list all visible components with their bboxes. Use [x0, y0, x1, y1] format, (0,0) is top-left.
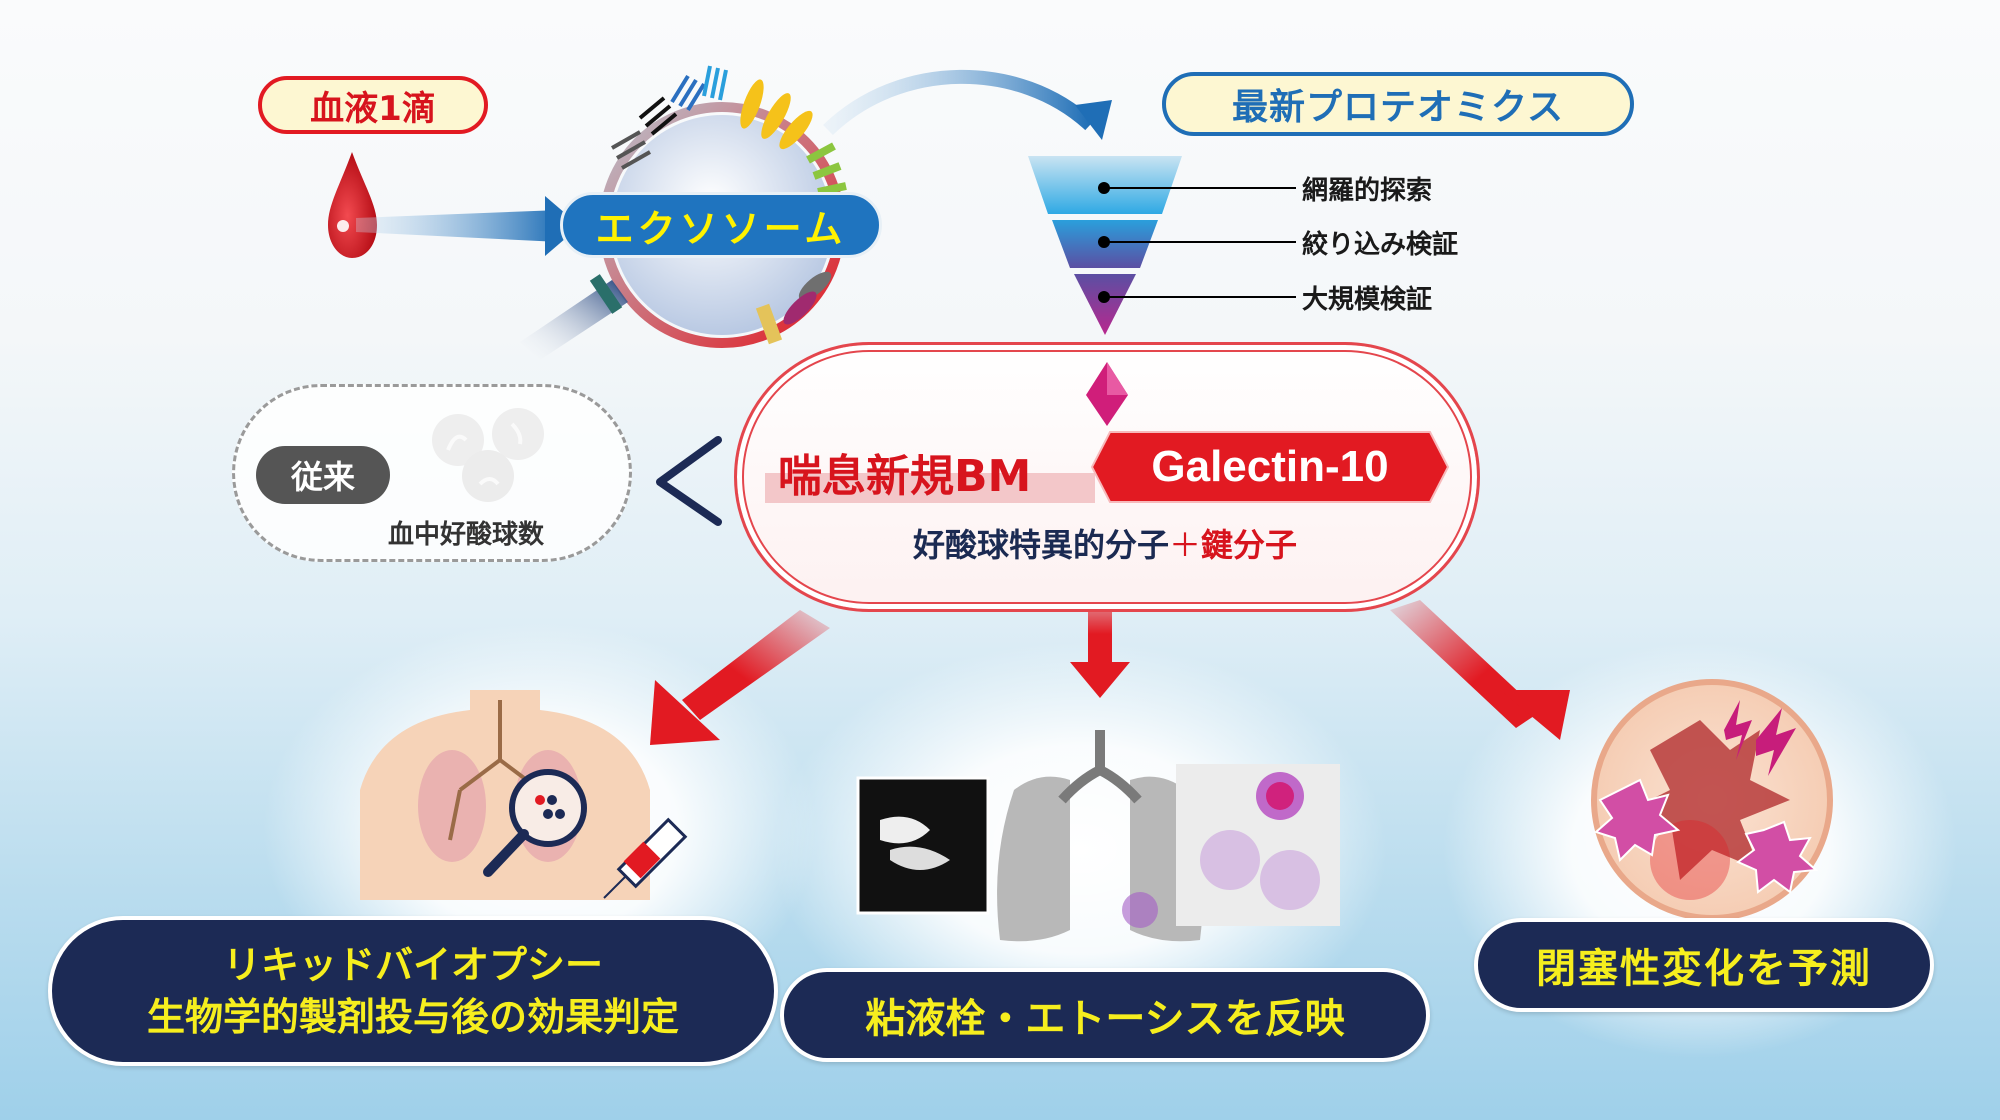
funnel-stage-3-label: 大規模検証: [1302, 285, 1433, 315]
funnel-stage-2-label: 絞り込み検証: [1302, 230, 1459, 260]
arrow-to-outcome-left: [650, 610, 830, 745]
outcome-line: リキッドバイオプシー: [222, 943, 603, 987]
pipette-icon: [520, 274, 628, 360]
arrow-exosome-to-proteomics: [823, 69, 1112, 140]
outcome-obstruction: 閉塞性変化を予測: [1474, 918, 1934, 1012]
galectin-badge: [1090, 431, 1450, 503]
ct-scan-image: [856, 776, 990, 915]
outcome-line: 生物学的製剤投与後の効果判定: [146, 995, 679, 1039]
arrow-drop-to-exosome: [356, 196, 580, 256]
less-than-symbol: [656, 436, 722, 526]
blood-drop-label: 血液1滴: [258, 76, 488, 134]
biomarker-title: 喘息新規BM: [778, 451, 1032, 502]
exosome-label: エクソソーム: [560, 192, 882, 258]
biomarker-subtitle: 好酸球特異的分子＋鍵分子: [760, 520, 1450, 566]
syringe-icon: [603, 817, 688, 899]
etosis-image: [1176, 764, 1340, 926]
arrow-to-outcome-right: [1390, 600, 1570, 740]
subtitle-plus: ＋: [1168, 526, 1201, 564]
proteomics-funnel: [1028, 156, 1296, 335]
airway-cross-section-illustration: [1591, 679, 1833, 921]
outcome-liquid-biopsy: リキッドバイオプシー 生物学的製剤投与後の効果判定: [48, 916, 778, 1066]
subtitle-main: 好酸球特異的分子: [912, 526, 1169, 564]
title-highlight-band: [765, 473, 1095, 503]
gray-lungs-illustration: [997, 730, 1203, 942]
funnel-stage-1-label: 網羅的探索: [1302, 176, 1433, 206]
outcome-line: 閉塞性変化を予測: [1536, 946, 1872, 992]
outcome-mucus-plug: 粘液栓・エトーシスを反映: [780, 968, 1430, 1062]
blood-eosinophil-count-label: 血中好酸球数: [388, 520, 545, 550]
magnifier-icon: [483, 769, 587, 877]
torso-lungs-illustration: [360, 690, 650, 900]
conventional-badge: 従来: [256, 446, 390, 504]
proteomics-label: 最新プロテオミクス: [1162, 72, 1634, 136]
blood-drop-icon: [328, 152, 377, 258]
galectin-10-label: Galectin-10: [1151, 442, 1389, 491]
outcome-line: 粘液栓・エトーシスを反映: [865, 996, 1345, 1042]
diamond-icon: [1086, 362, 1128, 426]
subtitle-key-molecule: 鍵分子: [1201, 526, 1298, 564]
